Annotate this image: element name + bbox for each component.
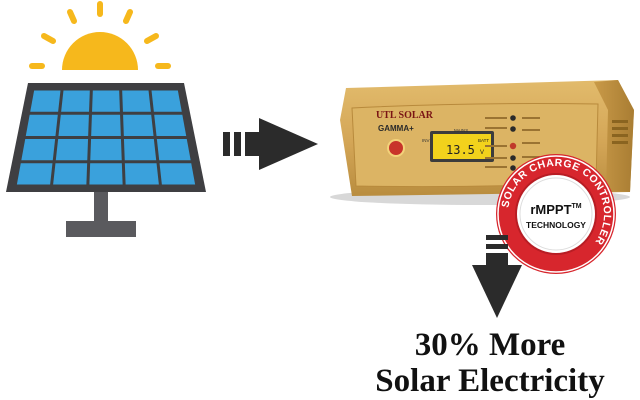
panel-cell xyxy=(30,90,61,112)
panel-cell xyxy=(151,90,182,112)
badge-superscript: TM xyxy=(572,203,582,210)
panel-cell xyxy=(53,163,88,185)
panel-cell xyxy=(90,139,122,161)
panel-cell xyxy=(92,90,120,112)
lcd-left-label: INV xyxy=(422,138,430,143)
panel-cell xyxy=(55,139,89,161)
sun-icon xyxy=(29,1,171,70)
panel-cell xyxy=(123,139,157,161)
inverter-logo-seal xyxy=(387,139,405,157)
lcd-right-label: BATT xyxy=(478,138,489,143)
panel-cell xyxy=(154,114,187,136)
lcd-display xyxy=(433,134,491,159)
panel-cell xyxy=(123,114,154,136)
arrow-right-icon xyxy=(223,118,318,170)
panel-cell xyxy=(91,114,121,136)
panel-cell xyxy=(25,114,58,136)
headline-line-2: Solar Electricity xyxy=(375,363,605,399)
panel-cell xyxy=(61,90,90,112)
panel-cell xyxy=(122,90,151,112)
panel-cell xyxy=(58,114,89,136)
badge-line2: TECHNOLOGY xyxy=(526,220,586,230)
panel-cell-grid xyxy=(16,90,196,185)
headline-line-1: 30% More xyxy=(414,327,566,363)
panel-cell xyxy=(159,163,196,185)
panel-cell xyxy=(21,139,56,161)
panel-cell xyxy=(89,163,123,185)
badge-line1: rMPPT xyxy=(530,202,571,217)
svg-text:rMPPTTM: rMPPTTM xyxy=(530,202,581,217)
solar-panel-icon xyxy=(6,83,206,237)
solar-charge-controller-badge: SOLAR CHARGE CONTROLLER rMPPTTM TECHNOLO… xyxy=(496,154,616,274)
lcd-value: 13.5 xyxy=(446,143,475,157)
inverter-brand: UTL SOLAR xyxy=(376,110,434,121)
panel-cell xyxy=(16,163,53,185)
inverter-model: GAMMA+ xyxy=(378,124,414,133)
lcd-mode-label: MAINS xyxy=(454,128,468,133)
arrow-down-icon xyxy=(472,235,522,318)
lcd-unit: V xyxy=(480,150,484,156)
panel-cell xyxy=(124,163,159,185)
panel-cell xyxy=(156,139,191,161)
